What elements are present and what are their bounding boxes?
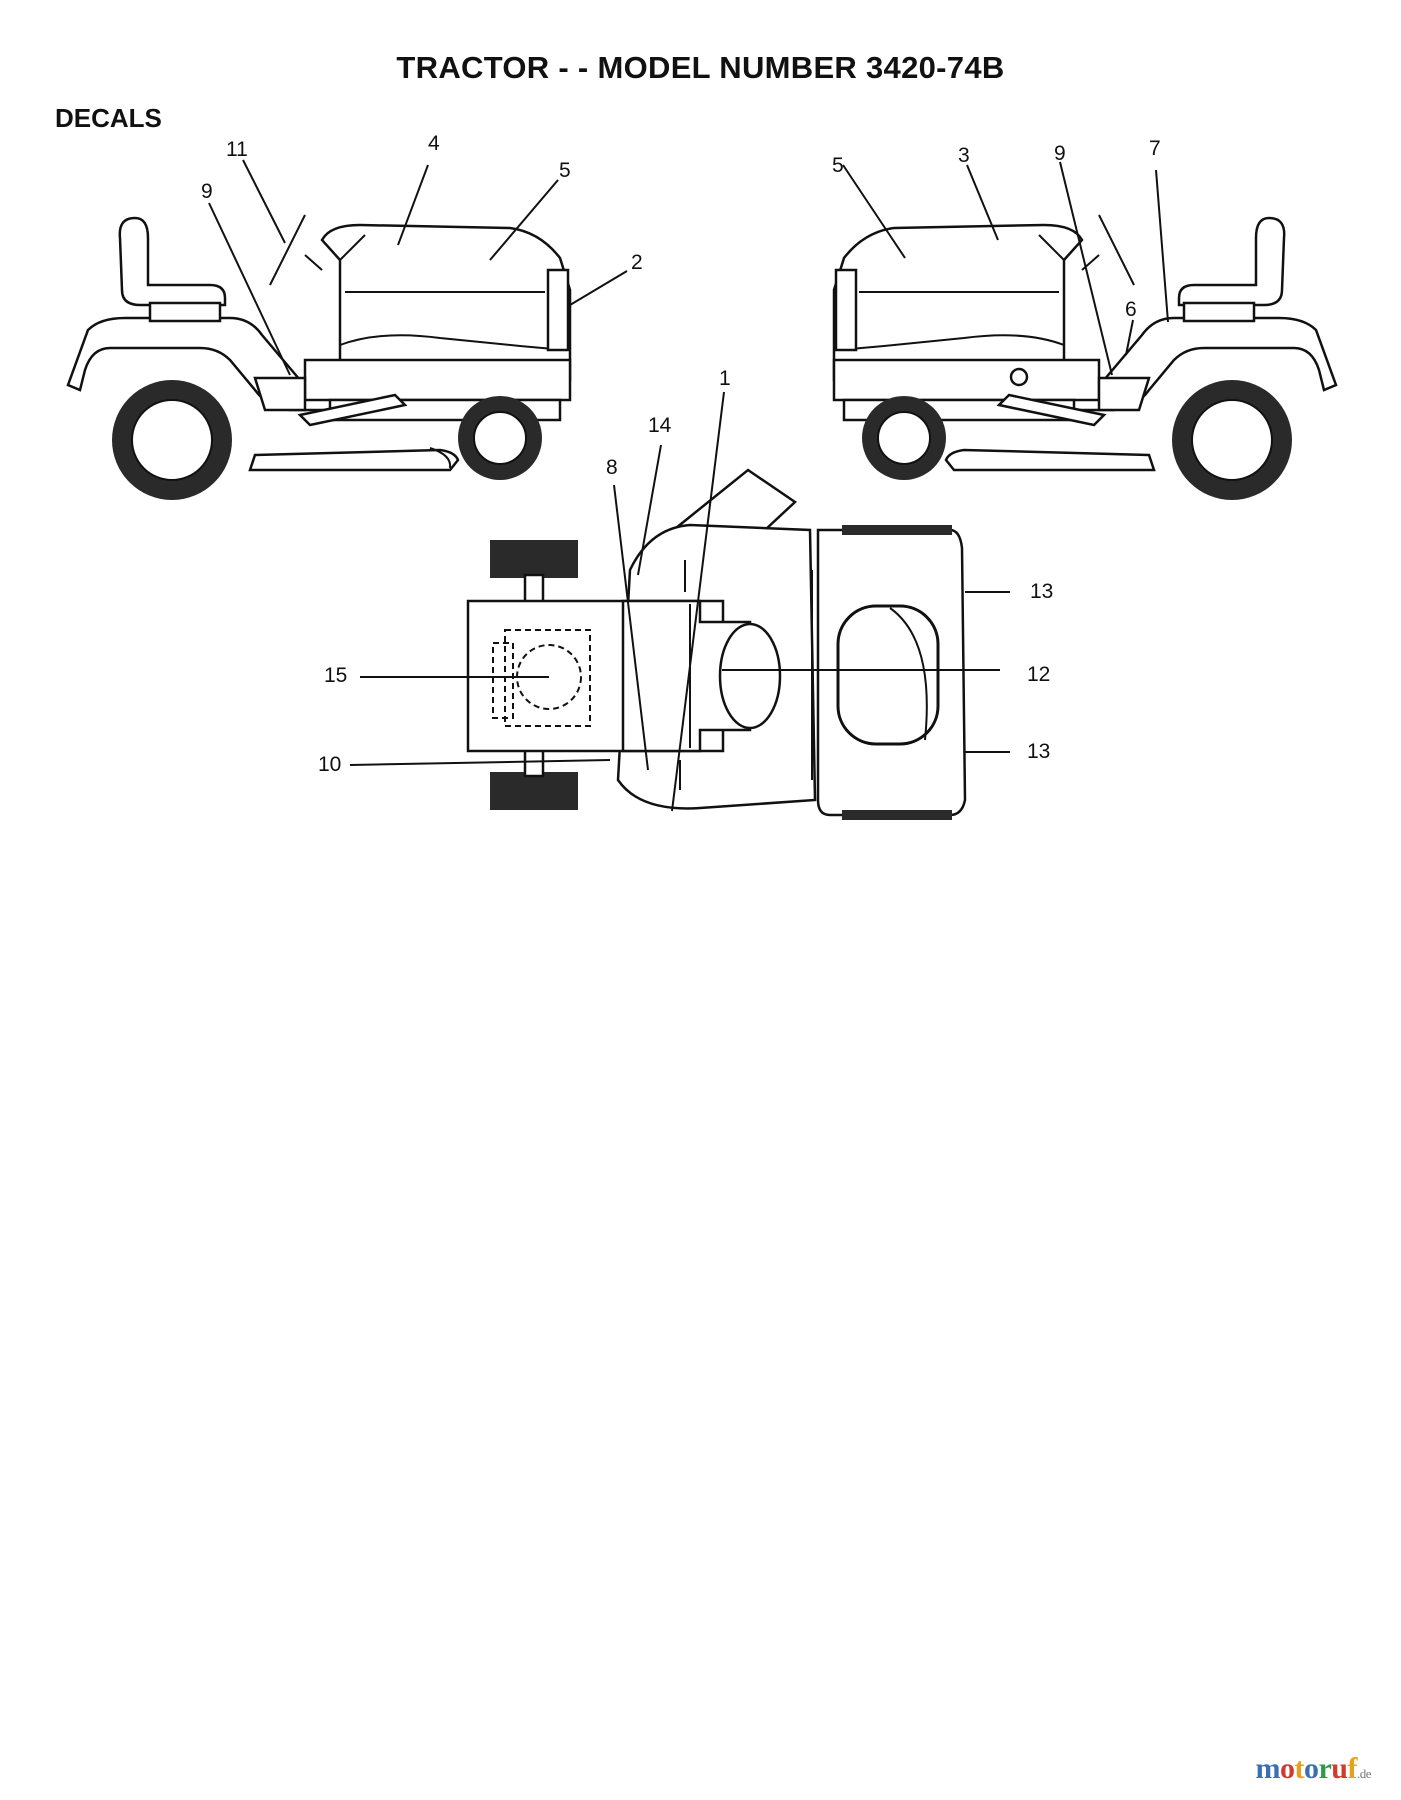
engine-cover xyxy=(836,604,940,746)
leader-5-right xyxy=(842,164,906,259)
rear-tire-bottom xyxy=(490,772,578,810)
leader-2 xyxy=(569,270,628,306)
callout-7: 7 xyxy=(1149,137,1161,160)
callout-2: 2 xyxy=(631,251,643,274)
watermark-tld: .de xyxy=(1356,1766,1372,1781)
frame xyxy=(303,358,572,402)
watermark-logo: motoruf.de xyxy=(1255,1752,1371,1786)
leader-8 xyxy=(613,484,649,771)
control-lever xyxy=(297,393,408,427)
leader-4 xyxy=(397,164,429,246)
watermark-letter: o xyxy=(1303,1752,1319,1785)
steering-wheel xyxy=(269,214,306,286)
watermark-letters: motoruf xyxy=(1255,1752,1357,1785)
callout-4: 4 xyxy=(428,132,440,155)
leader-3 xyxy=(966,164,999,241)
leader-5 xyxy=(489,179,559,261)
callout-9: 9 xyxy=(201,180,213,203)
leader-7 xyxy=(1155,169,1169,323)
leader-11 xyxy=(242,159,286,244)
tractor-top-view: 1 14 8 13 15 12 10 13 xyxy=(318,367,1053,820)
leader-9-right xyxy=(1059,161,1113,376)
callout-10: 10 xyxy=(318,753,341,776)
leader-6 xyxy=(1125,319,1134,356)
right-view-callouts: 5 3 9 7 6 xyxy=(832,137,1169,376)
page-title: TRACTOR - - MODEL NUMBER 3420-74B xyxy=(396,50,1005,85)
tractor-right-side-view xyxy=(832,214,1338,500)
callout-9-right: 9 xyxy=(1054,142,1066,165)
watermark-letter: r xyxy=(1318,1752,1332,1785)
grille xyxy=(546,268,570,352)
watermark-letter: f xyxy=(1347,1752,1357,1785)
watermark-letter: u xyxy=(1331,1752,1348,1785)
callout-12: 12 xyxy=(1027,663,1050,686)
tractor-left-side-view: 11 4 5 9 2 xyxy=(66,132,643,500)
callout-8: 8 xyxy=(606,456,618,479)
watermark-letter: o xyxy=(1279,1752,1295,1785)
callout-6: 6 xyxy=(1125,298,1137,321)
callout-5: 5 xyxy=(559,159,571,182)
watermark-letter: m xyxy=(1255,1752,1280,1785)
section-heading: DECALS xyxy=(55,103,162,133)
leader-10 xyxy=(349,759,611,766)
callout-5-right: 5 xyxy=(832,154,844,177)
leader-14 xyxy=(637,444,662,576)
steering-column xyxy=(718,622,782,730)
leader-1 xyxy=(671,391,725,812)
seat xyxy=(118,216,227,307)
rear-tire-top xyxy=(490,540,578,578)
callout-1: 1 xyxy=(719,367,731,390)
callout-13-bottom: 13 xyxy=(1027,740,1050,763)
mower-deck xyxy=(248,448,460,472)
callout-13-top: 13 xyxy=(1030,580,1053,603)
leader-9 xyxy=(208,202,291,376)
callout-14: 14 xyxy=(648,414,672,437)
callout-11: 11 xyxy=(226,138,248,161)
seat-base xyxy=(148,301,222,323)
watermark-letter: t xyxy=(1294,1752,1304,1785)
callout-15: 15 xyxy=(324,664,347,687)
callout-3: 3 xyxy=(958,144,970,167)
hood xyxy=(320,223,572,382)
footrest xyxy=(253,376,307,412)
